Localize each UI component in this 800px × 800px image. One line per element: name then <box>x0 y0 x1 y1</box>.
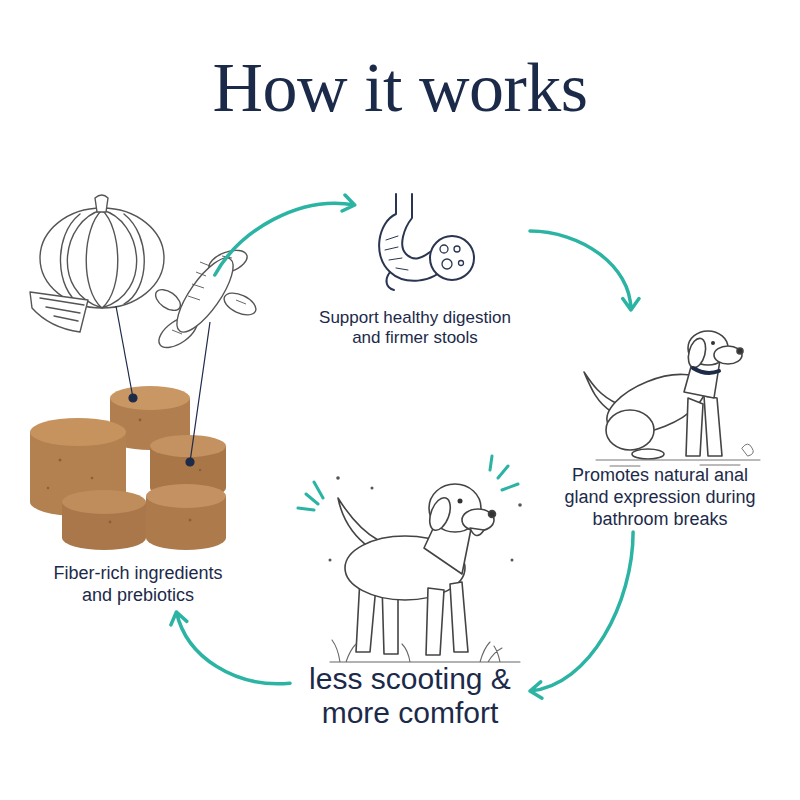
cycle-arrow <box>215 195 355 275</box>
speckle <box>109 521 112 524</box>
text-stack: Fiber-rich ingredients and prebiotics <box>40 562 236 606</box>
ginger-hatching <box>172 256 246 334</box>
leader-line <box>116 306 133 398</box>
microbes <box>440 245 464 269</box>
speckle <box>199 469 202 472</box>
dog-hind-paw <box>632 449 664 459</box>
dog-nose <box>489 511 496 518</box>
dog-front-leg <box>450 582 468 652</box>
speckle <box>91 477 94 480</box>
leader-line <box>190 322 210 462</box>
leader-dot <box>129 394 137 402</box>
ingredient-station: Fiber-rich ingredients and prebiotics <box>18 275 258 612</box>
microbe <box>459 261 464 266</box>
text-stack: Promotes natural anal gland expression d… <box>553 464 768 530</box>
happy-dog <box>298 456 522 662</box>
pumpkin-flesh-lines <box>40 298 84 321</box>
treat-pile <box>30 386 226 550</box>
dog-front-leg <box>426 588 444 655</box>
station-caption: Fiber-rich ingredients and prebiotics <box>40 562 236 606</box>
microbe <box>442 259 452 269</box>
pumpkin-body <box>40 208 164 308</box>
leader-dot <box>186 458 194 466</box>
text-stack: less scooting & more comfort <box>295 662 525 730</box>
dog-eye <box>711 341 715 345</box>
stomach-icon <box>379 194 474 290</box>
ginger-sketch <box>152 246 259 354</box>
speckle <box>139 419 142 422</box>
treat-top <box>110 386 190 410</box>
dog-muzzle <box>714 346 742 364</box>
outcome-caption: less scooting & more comfort <box>295 662 525 730</box>
pumpkin-wedge <box>30 292 88 332</box>
text-stack: Support healthy digestion and firmer sto… <box>308 308 523 348</box>
sparkle-dot <box>511 559 514 562</box>
dog-collar <box>693 368 719 373</box>
speckle <box>47 487 49 489</box>
treat-top <box>146 484 226 508</box>
station-caption: Promotes natural anal gland expression d… <box>553 464 768 530</box>
sparkles <box>329 476 522 561</box>
dog-ear <box>426 495 455 533</box>
microbe <box>454 246 460 252</box>
diagram-title: How it works <box>0 53 800 123</box>
microbe <box>440 245 448 253</box>
dog-front-leg <box>704 396 722 456</box>
ground-sketch <box>596 444 760 466</box>
sparkle-dot <box>518 503 522 507</box>
treat-speckles <box>47 419 202 524</box>
dog-front-leg <box>686 398 703 456</box>
dog-nose <box>737 348 743 354</box>
squatting-dog <box>584 331 760 466</box>
cycle-arrow <box>530 231 639 310</box>
pumpkin-sketch <box>30 195 164 332</box>
dog-haunch <box>606 410 654 450</box>
grass-sketch <box>330 640 520 662</box>
sparkle-dot <box>329 559 332 562</box>
gland-station: Promotes natural anal gland expression d… <box>548 310 772 532</box>
cycle-arrow <box>530 532 633 698</box>
leader-lines <box>116 306 210 466</box>
pumpkin-rib <box>60 210 144 308</box>
sparkle-dot <box>371 487 374 490</box>
happy-splash <box>298 456 518 510</box>
pumpkin-stem <box>95 195 108 212</box>
microbe-lens <box>430 236 474 280</box>
stomach-duct <box>387 272 394 290</box>
cycle-arrow <box>171 612 290 684</box>
ginger-lobe <box>221 289 259 320</box>
treat-top <box>30 418 126 446</box>
digestion-station: Support healthy digestion and firmer sto… <box>300 205 530 350</box>
dog-tongue <box>470 528 484 536</box>
speckle <box>59 459 62 462</box>
dog-ear <box>685 336 708 369</box>
comfort-station: less scooting & more comfort <box>290 470 530 730</box>
sparkle-dot <box>336 476 340 480</box>
treat-top <box>62 490 146 514</box>
stomach-hatching <box>385 236 408 270</box>
speckle <box>189 519 192 522</box>
treat-top <box>150 435 226 457</box>
dog-eye <box>458 499 463 504</box>
station-caption: Support healthy digestion and firmer sto… <box>308 308 523 348</box>
